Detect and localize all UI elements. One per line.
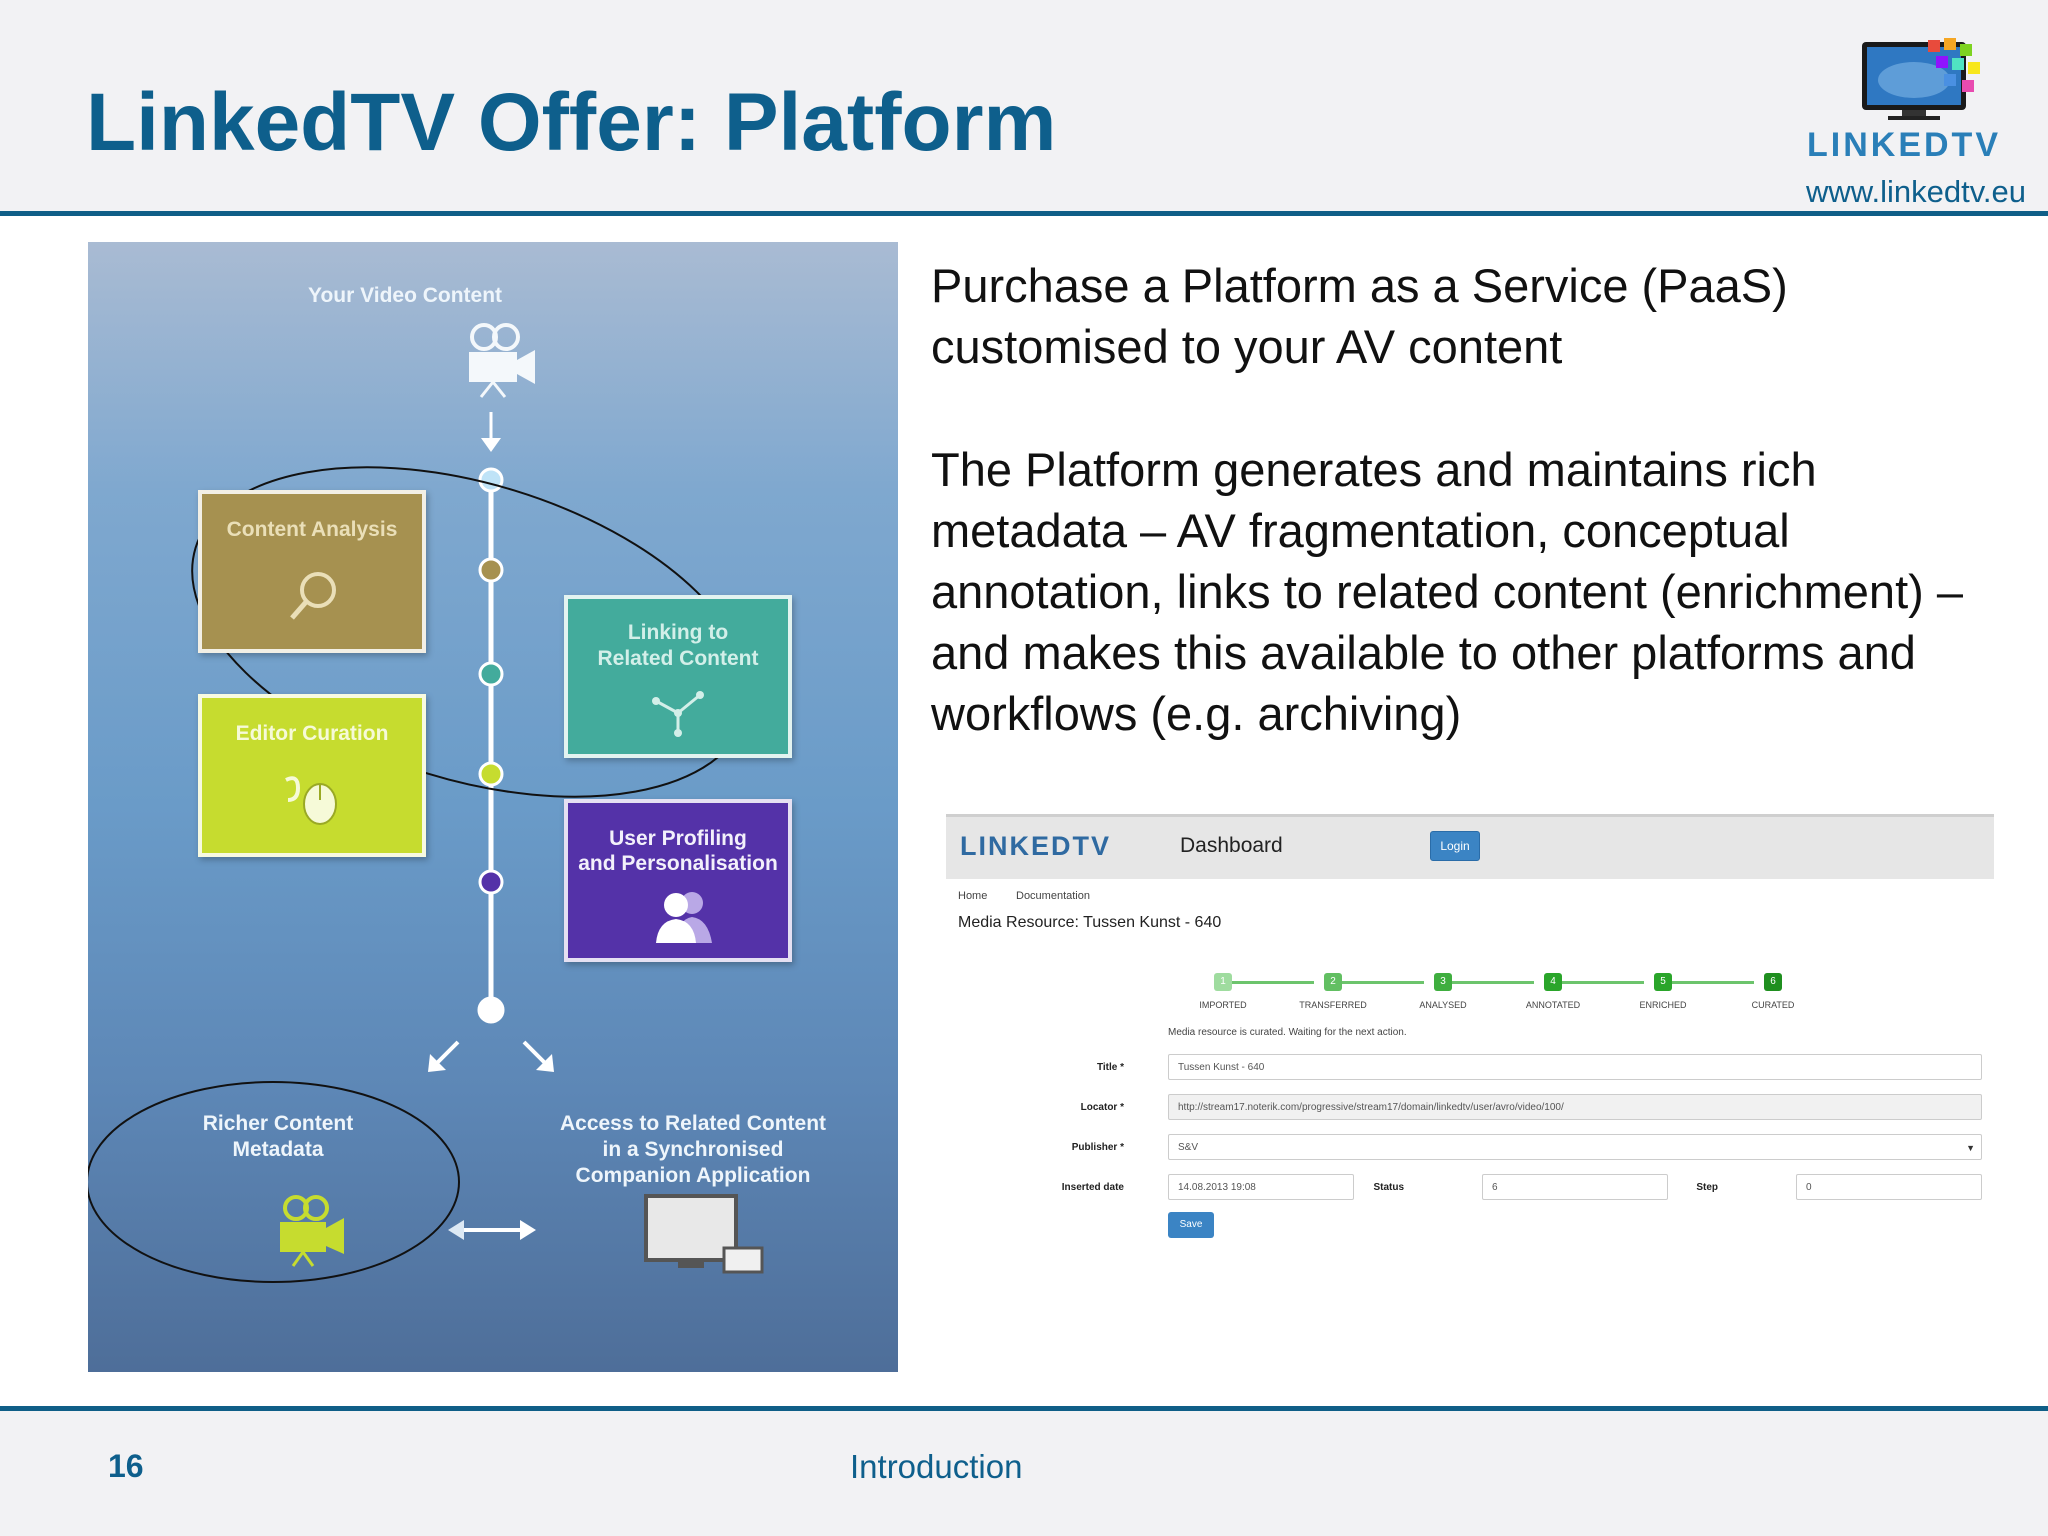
- step-enriched[interactable]: 5: [1654, 973, 1672, 991]
- content-analysis-label: Content Analysis: [226, 518, 398, 541]
- step-transferred-label: TRANSFERRED: [1299, 1000, 1367, 1010]
- step-transferred[interactable]: 2: [1324, 973, 1342, 991]
- content-analysis-box: Content Analysis: [198, 490, 426, 653]
- publisher-selected-value: S&V: [1178, 1142, 1199, 1153]
- publisher-select[interactable]: S&V ▼: [1168, 1134, 1982, 1160]
- access-related-label-2: in a Synchronised: [602, 1138, 784, 1161]
- magnifier-icon: [290, 572, 336, 620]
- highlight-ellipse-bottom: [88, 1081, 460, 1283]
- nav-home-link[interactable]: Home: [958, 890, 988, 902]
- diagram-top-label: Your Video Content: [308, 284, 503, 307]
- publisher-field-label: Publisher *: [1071, 1142, 1124, 1153]
- editor-curation-box: Editor Curation: [198, 694, 426, 857]
- step-curated-label: CURATED: [1751, 1000, 1795, 1010]
- network-link-icon: [652, 691, 704, 737]
- step-field[interactable]: 0: [1796, 1174, 1982, 1200]
- platform-flow-diagram: Your Video Content: [88, 242, 898, 1372]
- step-annotated[interactable]: 4: [1544, 973, 1562, 991]
- green-camera-icon: [280, 1195, 344, 1267]
- brand-wordmark: LINKEDTV: [1807, 126, 2001, 164]
- timeline-node: [478, 467, 504, 493]
- access-related-label-1: Access to Related Content: [559, 1112, 827, 1135]
- tv-with-apps-icon: [1862, 38, 1980, 120]
- inserted-date-field[interactable]: 14.08.2013 19:08: [1168, 1174, 1354, 1200]
- title-field[interactable]: Tussen Kunst - 640: [1168, 1054, 1982, 1080]
- linking-label-1: Linking to: [627, 621, 729, 644]
- editor-curation-label: Editor Curation: [235, 722, 389, 745]
- mouse-cursor-icon: [285, 776, 337, 825]
- dashboard-logo: LINKEDTV: [960, 831, 1111, 861]
- status-field[interactable]: 6: [1482, 1174, 1668, 1200]
- paragraph-paas: Purchase a Platform as a Service (PaaS) …: [931, 259, 1788, 373]
- richer-metadata-label-1: Richer Content: [202, 1112, 354, 1135]
- locator-field[interactable]: http://stream17.noterik.com/progressive/…: [1168, 1094, 1982, 1120]
- access-related-label-3: Companion Application: [575, 1164, 811, 1187]
- save-button[interactable]: Save: [1168, 1212, 1214, 1238]
- user-profiling-label-1: User Profiling: [609, 827, 747, 850]
- status-field-label: Status: [1373, 1182, 1404, 1193]
- step-annotated-label: ANNOTATED: [1525, 1000, 1581, 1010]
- slide-title: LinkedTV Offer: Platform: [86, 77, 1057, 168]
- dashboard-header: LINKEDTV Dashboard Login: [946, 814, 1994, 879]
- linking-label-2: Related Content: [597, 647, 759, 670]
- down-arrow-head: [481, 438, 501, 452]
- timeline-node: [478, 869, 504, 895]
- richer-metadata-label-2: Metadata: [232, 1138, 324, 1161]
- brand-url: www.linkedtv.eu: [1806, 174, 2026, 209]
- locator-field-label: Locator *: [1080, 1102, 1124, 1113]
- step-imported-label: IMPORTED: [1199, 1000, 1247, 1010]
- step-imported[interactable]: 1: [1214, 973, 1232, 991]
- split-arrow-left: [434, 1040, 460, 1066]
- step-curated[interactable]: 6: [1764, 973, 1782, 991]
- step-field-label: Step: [1696, 1182, 1718, 1193]
- title-field-label: Title *: [1096, 1062, 1124, 1073]
- footer-section-label: Introduction: [850, 1448, 1023, 1485]
- header-rule: [0, 211, 2048, 216]
- dashboard-screenshot: LINKEDTV Dashboard Login Home Documentat…: [946, 814, 1994, 1260]
- footer-rule: [0, 1406, 2048, 1411]
- timeline-node: [477, 996, 505, 1024]
- split-arrow-right: [522, 1040, 548, 1066]
- body-text: Purchase a Platform as a Service (PaaS) …: [931, 255, 2021, 744]
- user-profiling-label-2: and Personalisation: [578, 852, 778, 875]
- dashboard-title: Dashboard: [1180, 834, 1283, 857]
- timeline-node: [478, 557, 504, 583]
- dropdown-caret-icon: ▼: [1966, 1143, 1975, 1153]
- timeline-node: [478, 661, 504, 687]
- paragraph-platform: The Platform generates and maintains ric…: [931, 443, 1963, 740]
- user-profiling-box: User Profiling and Personalisation: [564, 799, 792, 962]
- timeline-node: [478, 761, 504, 787]
- page-number: 16: [108, 1448, 144, 1484]
- video-camera-icon: [469, 323, 535, 398]
- linking-box: Linking to Related Content: [564, 595, 792, 758]
- media-resource-heading: Media Resource: Tussen Kunst - 640: [958, 914, 1222, 931]
- users-icon: [656, 892, 712, 943]
- companion-device-icon: [644, 1194, 764, 1274]
- step-analysed[interactable]: 3: [1434, 973, 1452, 991]
- status-message: Media resource is curated. Waiting for t…: [1168, 1027, 1407, 1038]
- step-enriched-label: ENRICHED: [1639, 1000, 1687, 1010]
- nav-documentation-link[interactable]: Documentation: [1016, 890, 1090, 902]
- step-analysed-label: ANALYSED: [1419, 1000, 1467, 1010]
- inserted-date-label: Inserted date: [1061, 1182, 1124, 1193]
- linkedtv-logo: [1858, 36, 1990, 126]
- login-button[interactable]: Login: [1430, 831, 1480, 861]
